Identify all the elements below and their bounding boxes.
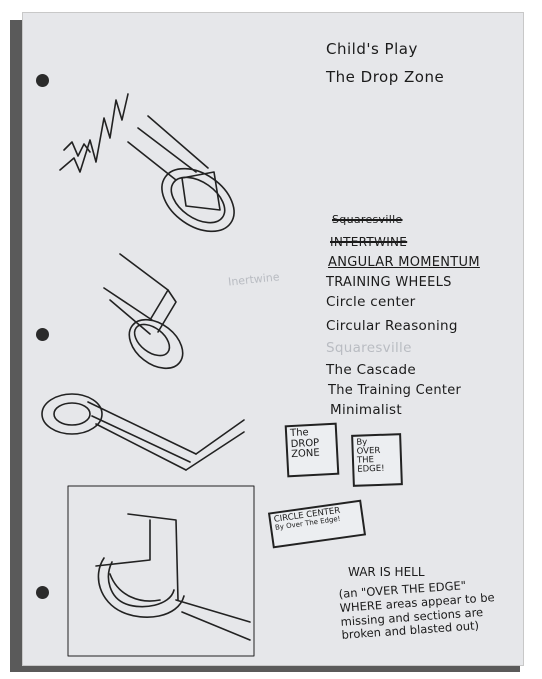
binder-hole-middle bbox=[36, 328, 49, 341]
binder-hole-top bbox=[36, 74, 49, 87]
zigzag-sketch-2 bbox=[63, 141, 91, 157]
sketch-ramp-4 bbox=[67, 485, 255, 657]
note-body: (an "OVER THE EDGE" WHERE areas appear t… bbox=[338, 578, 495, 643]
list-item: The Cascade bbox=[326, 362, 417, 378]
list-item: Circle center bbox=[326, 294, 416, 310]
sketch-ramp-2 bbox=[103, 253, 184, 370]
by-ote-line4: EDGE! bbox=[357, 463, 385, 475]
sketch-ramp-1 bbox=[127, 115, 235, 233]
list-item: Squaresville bbox=[326, 340, 412, 356]
list-item: TRAINING WHEELS bbox=[326, 275, 452, 290]
list-item: Circular Reasoning bbox=[326, 318, 458, 334]
drop-zone-logo-line3: ZONE bbox=[290, 447, 320, 461]
list-item: Minimalist bbox=[330, 402, 402, 418]
binder-hole-bottom bbox=[36, 586, 49, 599]
zigzag-sketch bbox=[59, 93, 129, 173]
sketch-ramp-3 bbox=[41, 393, 245, 471]
by-over-the-edge-logo: By OVER THE EDGE! bbox=[351, 433, 403, 487]
list-item: Squaresville bbox=[332, 213, 403, 226]
note-title: WAR IS HELL bbox=[348, 565, 425, 579]
drop-zone-logo: The DROP ZONE bbox=[284, 422, 340, 478]
list-item: ANGULAR MOMENTUM bbox=[328, 255, 480, 270]
heading-drop-zone: The Drop Zone bbox=[326, 68, 445, 86]
heading-childs-play: Child's Play bbox=[326, 40, 418, 58]
list-item: INTERTWINE bbox=[330, 235, 408, 249]
list-item: The Training Center bbox=[328, 383, 462, 398]
